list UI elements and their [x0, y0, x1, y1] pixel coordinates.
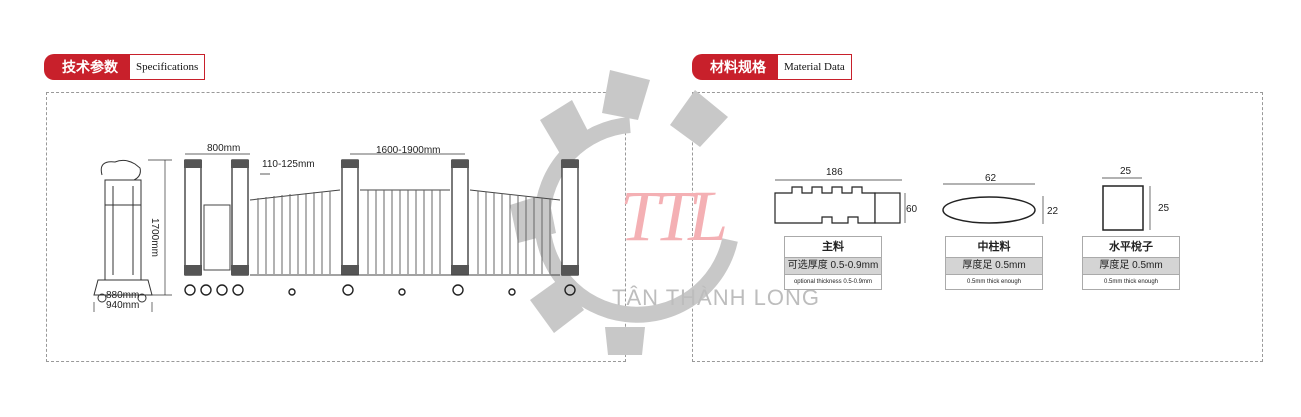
middle-column-spec: 厚度足 0.5mm — [946, 258, 1042, 275]
main-profile-note: optional thickness 0.5-0.9mm — [793, 279, 873, 285]
specifications-header: 技术参数 Specifications — [44, 54, 206, 80]
horizontal-bar-width: 25 — [1120, 166, 1132, 177]
main-profile-spec: 可选厚度 0.5-0.9mm — [785, 258, 881, 275]
middle-column-profile-drawing — [942, 183, 1044, 224]
horizontal-bar-profile-drawing — [1102, 177, 1151, 231]
middle-column-note: 0.5mm thick enough — [966, 279, 1022, 285]
middle-column-table: 中柱料 厚度足 0.5mm 0.5mm thick enough — [945, 236, 1043, 290]
specifications-title-en: Specifications — [130, 54, 206, 80]
material-title-en: Material Data — [778, 54, 852, 80]
gate-front-view-drawing — [184, 153, 579, 296]
horizontal-bar-spec: 厚度足 0.5mm — [1083, 258, 1179, 275]
material-data-header: 材料规格 Material Data — [692, 54, 852, 80]
height-dimension: 1700mm — [149, 218, 160, 257]
main-profile-table: 主料 可选厚度 0.5-0.9mm optional thickness 0.5… — [784, 236, 882, 290]
specifications-title-cn: 技术参数 — [44, 54, 130, 80]
span-dimension: 1600-1900mm — [376, 145, 441, 156]
width-800-dimension: 800mm — [207, 143, 241, 154]
horizontal-bar-table: 水平梲子 厚度足 0.5mm 0.5mm thick enough — [1082, 236, 1180, 290]
horizontal-bar-note: 0.5mm thick enough — [1103, 279, 1159, 285]
material-title-cn: 材料规格 — [692, 54, 778, 80]
main-profile-drawing — [774, 179, 906, 224]
gate-side-view-drawing — [93, 159, 172, 312]
base-880-dimension: 880mm — [106, 290, 140, 301]
middle-column-width: 62 — [985, 173, 997, 184]
horizontal-bar-height: 25 — [1158, 203, 1170, 214]
horizontal-bar-name: 水平梲子 — [1083, 237, 1179, 258]
spacing-dimension: 110-125mm — [262, 159, 315, 170]
brand-logo-watermark: TTL — [620, 176, 728, 256]
main-profile-width: 186 — [826, 167, 843, 178]
middle-column-height: 22 — [1047, 206, 1059, 217]
gear-watermark-icon — [510, 70, 738, 355]
material-panel — [692, 92, 1263, 362]
main-profile-name: 主料 — [785, 237, 881, 258]
middle-column-name: 中柱料 — [946, 237, 1042, 258]
base-940-dimension: 940mm — [106, 300, 140, 311]
main-profile-height: 60 — [906, 204, 918, 215]
specifications-panel — [46, 92, 626, 362]
